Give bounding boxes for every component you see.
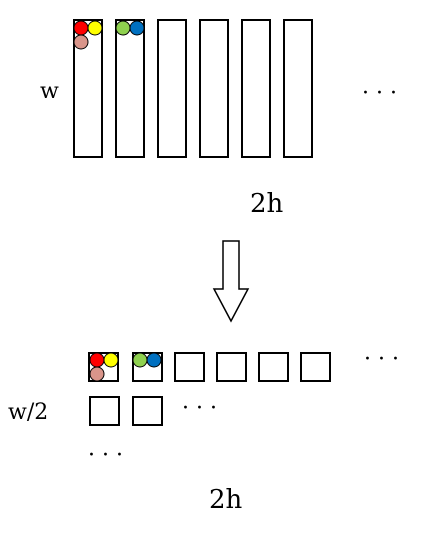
top-column-1	[73, 19, 103, 158]
yellow-ball	[103, 352, 119, 368]
top-col1-balls	[73, 20, 103, 50]
pink-ball	[89, 366, 105, 382]
bottom-width-label: w/2	[8, 400, 48, 425]
bottom-row3-ellipsis: · · ·	[88, 443, 123, 468]
red-ball	[89, 352, 105, 368]
top-columns	[73, 19, 313, 158]
bottom-row2-box-2	[132, 396, 163, 426]
down-arrow	[212, 240, 250, 323]
bottom-row1-boxes	[88, 352, 331, 382]
green-ball	[132, 352, 148, 368]
bottom-row2-box-1	[89, 396, 120, 426]
bottom-length-label: 2h	[209, 485, 243, 515]
bottom-box1-balls	[89, 352, 119, 382]
blue-ball	[146, 352, 162, 368]
green-ball	[115, 20, 131, 36]
top-ellipsis: · · ·	[362, 81, 397, 106]
bottom-box2-balls	[132, 352, 162, 368]
top-column-5	[241, 19, 271, 158]
bottom-row1-ellipsis: · · ·	[364, 347, 399, 372]
top-col2-balls	[115, 20, 145, 36]
top-column-3	[157, 19, 187, 158]
bottom-row2-ellipsis: · · ·	[182, 396, 217, 421]
top-column-6	[283, 19, 313, 158]
bottom-box-2	[132, 352, 163, 382]
bottom-box-4	[216, 352, 247, 382]
bottom-box-6	[300, 352, 331, 382]
blue-ball	[129, 20, 145, 36]
pink-ball	[73, 34, 89, 50]
top-width-label: w	[40, 79, 59, 104]
top-column-2	[115, 19, 145, 158]
top-column-4	[199, 19, 229, 158]
red-ball	[73, 20, 89, 36]
bottom-box-5	[258, 352, 289, 382]
yellow-ball	[87, 20, 103, 36]
top-length-label: 2h	[250, 189, 284, 219]
bottom-box-3	[174, 352, 205, 382]
bottom-box-1	[88, 352, 119, 382]
